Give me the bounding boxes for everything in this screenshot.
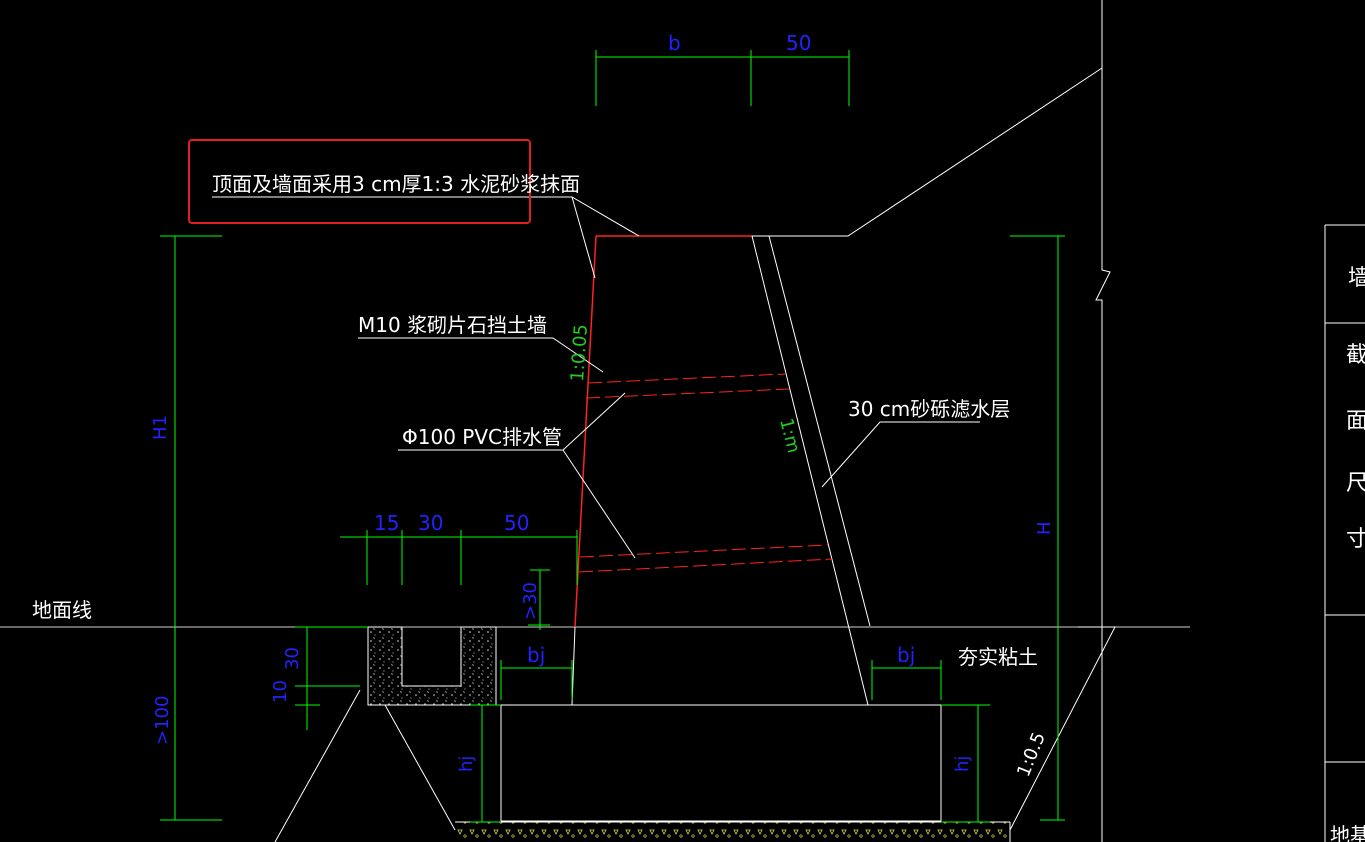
dim-top [595, 50, 850, 106]
border-right [1095, 0, 1111, 842]
surface-note: 顶面及墙面采用3 cm厚1:3 水泥砂浆抹面 [212, 172, 580, 196]
table-cell-4: 尺 [1346, 471, 1365, 496]
leader-filter-layer [821, 421, 980, 488]
dim-bj-right-text: bj [897, 643, 915, 667]
concrete-ditch [367, 626, 497, 706]
table-cell-3: 面 [1346, 409, 1365, 434]
dim-30-text: 30 [418, 511, 443, 535]
dim-h [1010, 235, 1065, 821]
slope-front-text: 1:0.05 [567, 323, 592, 382]
dim-h-text: H [1034, 521, 1055, 535]
dim-bj-left [500, 660, 573, 700]
wall-material-label: M10 浆砌片石挡土墙 [358, 313, 547, 337]
wall-front-face [574, 235, 597, 628]
slope-excavation-text: 1:0.5 [1013, 729, 1050, 780]
dim-hj-left-text: hj [456, 756, 477, 772]
filter-layer-line [768, 235, 871, 627]
wall-back-face [751, 235, 869, 706]
dim-b-text: b [668, 31, 681, 55]
dim-gutter [340, 530, 578, 585]
dim-ge30-text: >30 [520, 582, 541, 620]
foundation [500, 704, 942, 822]
dim-ditch-30-text: 30 [282, 647, 303, 670]
leader-wall-material [358, 337, 604, 373]
dim-ditch [295, 626, 368, 730]
leader-surface-note [212, 196, 640, 237]
table-cell-2: 截 [1346, 343, 1365, 368]
dim-hj-right [941, 704, 990, 823]
dim-50-text: 50 [504, 511, 529, 535]
dim-hj-left [470, 704, 501, 823]
table-cell-1: 墙 [1348, 266, 1365, 291]
table-cell-6: 地基承 [1330, 823, 1365, 842]
highlight-box [188, 139, 531, 224]
backfill-line [752, 67, 1103, 237]
excavation-left [274, 689, 361, 842]
compacted-clay-label: 夯实粘土 [958, 645, 1038, 669]
side-table [1324, 224, 1365, 842]
ground-line-label: 地面线 [32, 598, 92, 622]
slope-back-text: 1:m [775, 416, 804, 455]
dim-30-ge [528, 569, 550, 630]
drain-pipe-label: Φ100 PVC排水管 [402, 425, 562, 449]
drain-pipe-upper [585, 373, 790, 399]
dim-bj-left-text: bj [527, 643, 545, 667]
dim-h1-text: H1 [150, 415, 171, 440]
dim-50-top-text: 50 [786, 31, 811, 55]
dim-ditch-10-text: 10 [270, 680, 291, 703]
dim-hj-right-text: hj [952, 756, 973, 772]
excavation-right [1009, 626, 1116, 831]
dim-15-text: 15 [374, 511, 399, 535]
drain-pipe-lower [578, 544, 833, 573]
dim-ge100-text: >100 [152, 696, 173, 745]
excavation-left-2 [384, 704, 456, 831]
dim-bj-right [871, 660, 942, 700]
dim-h1 [160, 235, 222, 821]
gravel-base [455, 822, 1010, 842]
filter-layer-label: 30 cm砂砾滤水层 [848, 397, 1010, 421]
table-cell-5: 寸 [1346, 527, 1365, 552]
